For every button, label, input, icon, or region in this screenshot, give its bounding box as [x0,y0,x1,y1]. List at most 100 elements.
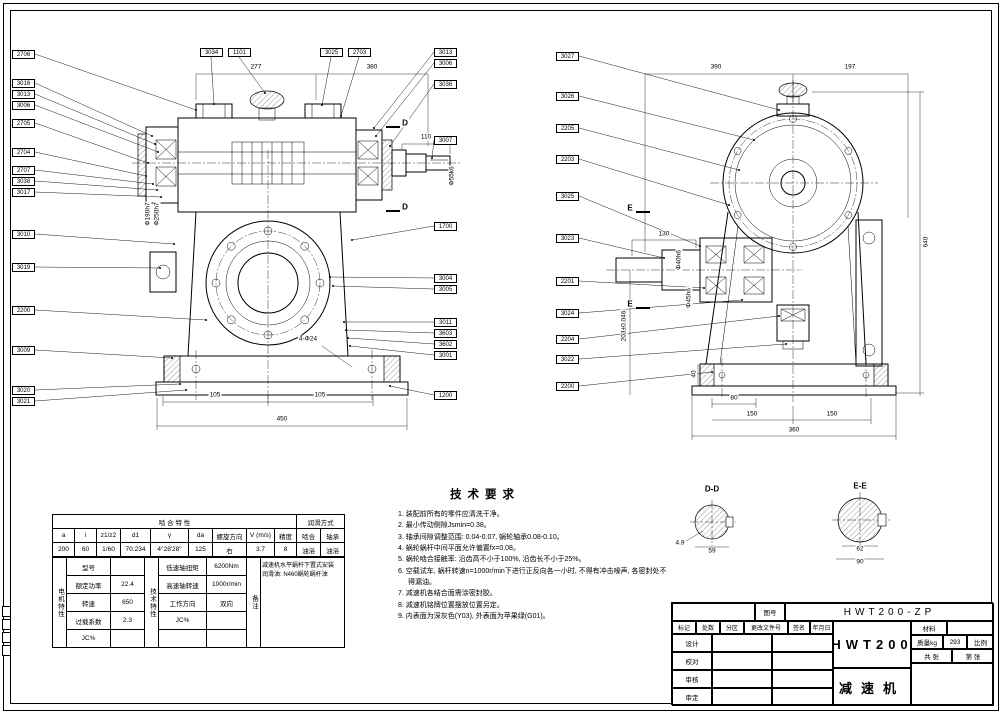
product-name: 减速机 [833,668,911,706]
part-callout-2203: 2203 [556,155,579,164]
mesh-header-cell: 精度 [273,528,298,543]
part-callout-3038: 3038 [12,177,35,186]
sign-row-blank [772,652,833,670]
scale-label: 比例 [967,635,994,649]
spec-cell: 6200Nm [206,557,247,576]
part-callout-3036: 3036 [434,80,457,89]
part-callout-3004: 3004 [434,274,457,283]
revision-header-2: 分区 [720,621,744,634]
dimension-label: 105 [313,391,327,399]
dimension-label: 150 [825,410,839,418]
section-label: E-E [852,481,868,491]
part-callout-3013: 3013 [12,90,35,99]
sign-row-blank [712,652,772,670]
part-callout-3022: 3022 [556,355,579,364]
part-callout-3017: 3017 [12,188,35,197]
sign-row-label-设计: 设计 [672,634,712,652]
mesh-header-cell: z1/z2 [96,528,121,543]
dimension-label: 90 [855,558,865,566]
tech-requirement-item: 3. 轴承间隙调整范围: 0.04-0.07, 蜗轮轴承0.08-0.10。 [398,533,564,541]
part-callout-3025: 3025 [320,48,343,57]
tech-requirement-item: 2. 最小传动侧隙Jsmin=0.38。 [398,522,491,530]
mesh-value-cell: 1/60 [96,542,121,557]
spec-cell [110,557,145,576]
part-callout-3011: 3011 [434,318,457,327]
dimension-label: 4-Φ24 [297,335,319,343]
sheet-edge-mark [2,645,11,656]
spec-cell: 低速轴扭矩 [158,557,207,576]
mesh-header-cell: 螺旋方向 [212,528,247,543]
notes-section-label: 备注 [246,557,261,648]
section-label: D [401,202,409,212]
spec-cell: 高速轴转速 [158,575,207,594]
dimension-label-vertical: Φ40h6 [675,249,683,271]
section-label: D-D [703,484,721,494]
part-callout-3005: 3005 [434,285,457,294]
technical-requirements-title: 技术要求 [450,489,520,501]
part-callout-3026: 3026 [556,92,579,101]
mesh-value-cell: 油浴 [296,542,322,557]
part-callout-2703: 2703 [348,48,371,57]
spec-cell: 2.3 [110,611,145,630]
part-callout-3013: 3013 [434,48,457,57]
mesh-value-cell: 70.234 [120,542,151,557]
mesh-value-cell: 4°28'28" [150,542,189,557]
spec-cell [206,629,247,648]
drawing-number-value: HWT200-ZP [785,603,994,621]
part-callout-3027: 3027 [556,52,579,61]
dimension-label-vertical: 203±0.046 [620,309,628,343]
mesh-value-cell: 油浴 [320,542,346,557]
tech-requirement-item: 8. 减速机铭牌位置摆放位置另定。 [398,601,504,609]
spec-cell: 工作方向 [158,593,207,612]
mesh-value-cell: 右 [212,542,247,557]
spec-cell: 22.4 [110,575,145,594]
technical-section-label: 技术特性 [144,557,159,648]
title-block-blank-cell [672,603,755,621]
mesh-header-cell: 啮合 [296,528,322,543]
spec-cell: 1000r/min [206,575,247,594]
spec-cell: JC% [158,611,207,630]
spec-cell: 额定功率 [66,575,111,594]
mass-value: 293 [943,635,967,649]
tech-requirement-item: 4. 蜗轮蜗杆中间平面允许偏置fx=0.08。 [398,544,520,552]
dimension-label: 105 [208,391,222,399]
mesh-value-cell: 3.7 [246,542,275,557]
part-callout-3602: 3602 [434,340,457,349]
revision-header-0: 标记 [672,621,696,634]
dimension-label-vertical: 640 [922,235,930,249]
part-callout-1101: 1101 [228,48,251,57]
motor-section-label: 电机特性 [52,557,67,648]
mesh-header-cell: d1 [120,528,151,543]
revision-header-4: 签名 [788,621,810,634]
sheet-edge-mark [2,619,11,630]
part-callout-2200: 2200 [12,306,35,315]
sign-row-blank [712,670,772,688]
title-block: 图号 HWT200-ZP HWT200 减速机 材料 质量kg 293 比例 共… [671,602,994,706]
sheet-edge-mark [2,606,11,617]
part-callout-3007: 3007 [434,136,457,145]
part-callout-3009: 3009 [12,346,35,355]
spec-cell [110,629,145,648]
product-model: HWT200 [833,621,911,668]
sheets-total: 共 张 [911,649,952,663]
dimension-label-vertical: Φ190h7 [144,201,152,227]
sign-row-blank [772,670,833,688]
dimension-label-vertical: Φ250h7 [153,201,161,227]
dimension-label: 80 [729,394,739,402]
front-section-view [132,90,462,404]
title-block-blank-cell [911,663,994,706]
mesh-header-cell: a [52,528,75,543]
spec-cell [206,611,247,630]
part-callout-3019: 3019 [12,263,35,272]
part-callout-2201: 2201 [556,277,579,286]
part-callout-3006: 3006 [434,59,457,68]
part-callout-1200: 1200 [434,391,457,400]
dimension-label: 62 [855,545,865,553]
section-label: E [626,299,634,309]
mesh-header-cell: 轴承 [320,528,346,543]
dimension-label: 380 [365,63,379,71]
